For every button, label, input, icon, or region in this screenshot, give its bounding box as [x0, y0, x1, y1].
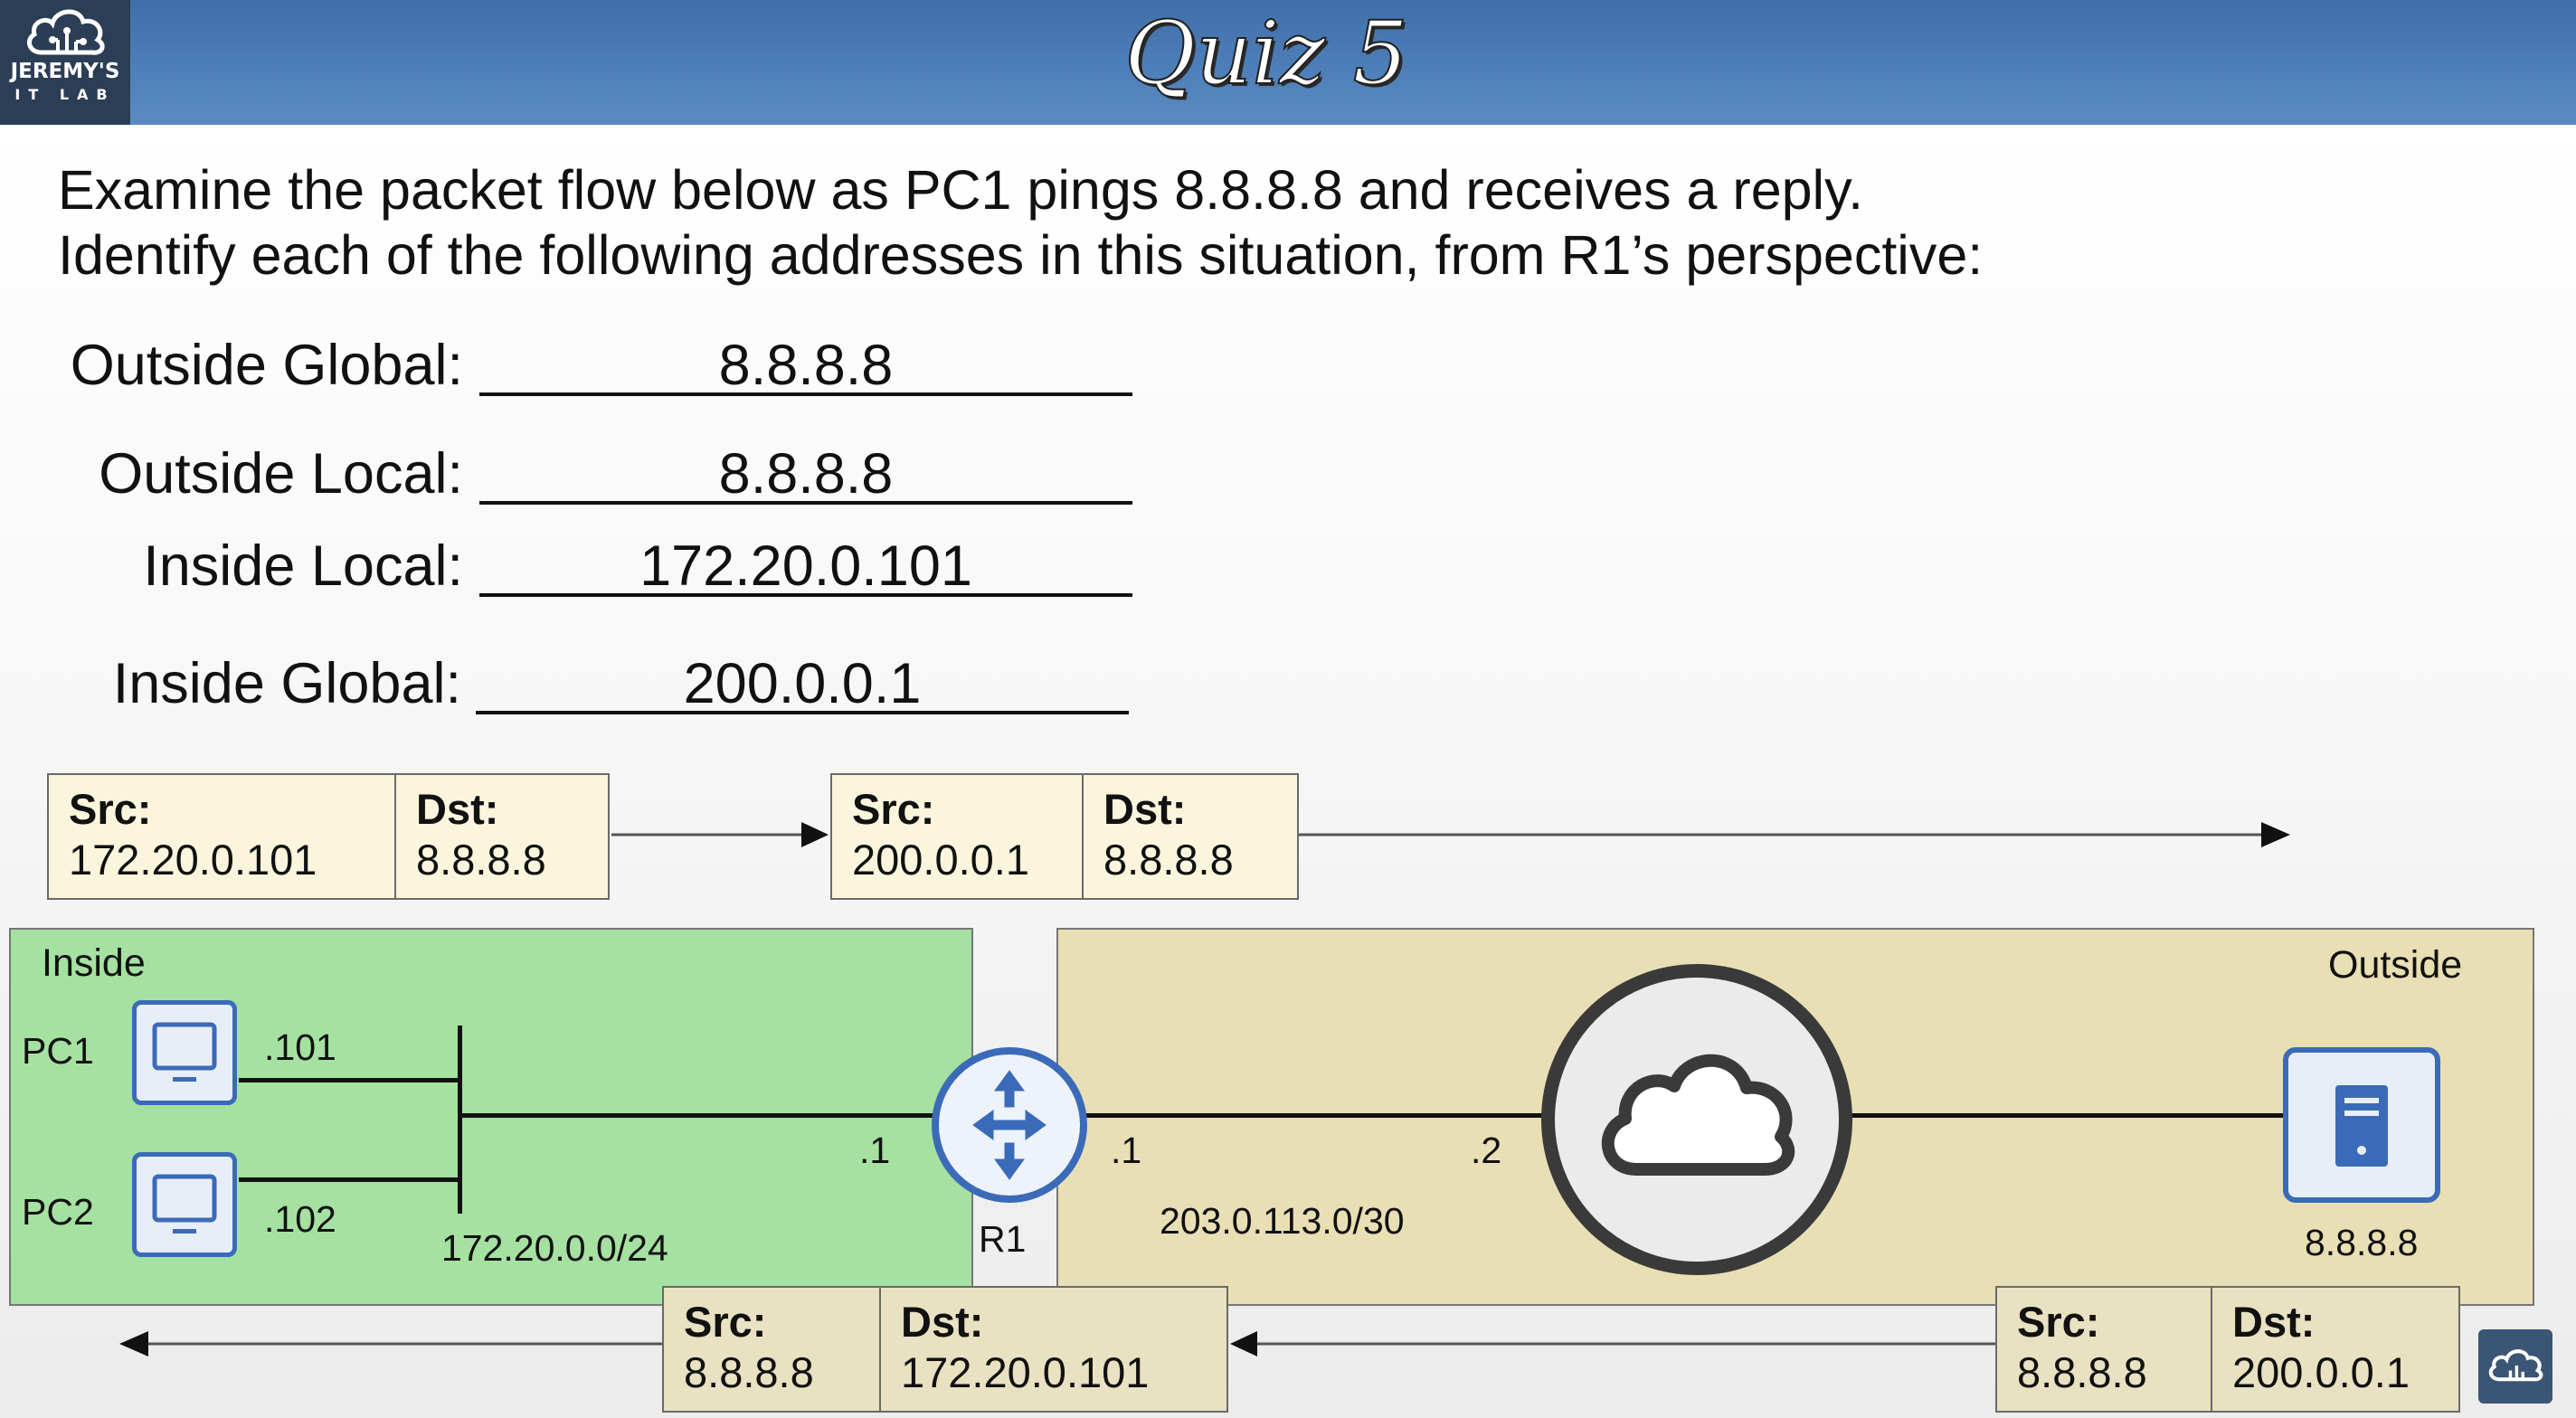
dst-label: Dst:: [1103, 785, 1187, 833]
cloud-icon: [1601, 1054, 1795, 1176]
src-value: 172.20.0.101: [69, 836, 317, 884]
dst-value: 200.0.0.1: [2232, 1348, 2410, 1396]
outside-global-answer: 8.8.8.8: [718, 334, 894, 397]
inside-global-answer: 200.0.0.1: [683, 652, 922, 715]
src-value: 8.8.8.8: [2017, 1348, 2147, 1396]
packet-dst-field: Dst: 8.8.8.8: [394, 773, 610, 900]
dst-label: Dst:: [2232, 1298, 2316, 1346]
pc2[interactable]: [132, 1152, 237, 1257]
inside-zone-label: Inside: [42, 941, 146, 985]
src-label: Src:: [852, 785, 935, 833]
outside-global-label: Outside Global:: [70, 334, 463, 397]
packet-dst-field: Dst: 200.0.0.1: [2211, 1286, 2460, 1413]
dst-value: 172.20.0.101: [901, 1348, 1150, 1396]
computer-icon: [152, 1174, 217, 1234]
r1-outside-address: .1: [1111, 1130, 1142, 1171]
cloud-address: .2: [1471, 1130, 1502, 1171]
arrow-head-icon: [119, 1331, 148, 1357]
r1-outside-link: [1084, 1113, 1547, 1118]
src-label: Src:: [2017, 1298, 2100, 1346]
outside-local-label: Outside Local:: [99, 442, 463, 506]
arrow-head-icon: [801, 822, 829, 847]
inside-local-label: Inside Local:: [143, 534, 463, 598]
server-8-8-8-8[interactable]: [2283, 1047, 2440, 1203]
answer-underline: [476, 711, 1129, 714]
router-label: R1: [979, 1218, 1027, 1260]
pc2-label: PC2: [22, 1191, 94, 1233]
pc1-address: .101: [264, 1026, 336, 1068]
pc2-link: [239, 1177, 461, 1182]
dst-label: Dst:: [901, 1298, 984, 1346]
slide-title: Quiz 5: [1123, 2, 1408, 105]
answer-underline: [479, 392, 1132, 396]
src-label: Src:: [69, 785, 152, 833]
outside-zone-label: Outside: [2328, 943, 2463, 987]
r1-inside-link: [461, 1113, 937, 1118]
dst-value: 8.8.8.8: [1103, 836, 1234, 884]
server-icon: [2335, 1085, 2388, 1167]
cloud-server-link: [1849, 1113, 2285, 1118]
packet-src-field: Src: 8.8.8.8: [1995, 1286, 2212, 1413]
computer-icon: [152, 1022, 217, 1082]
dst-label: Dst:: [416, 785, 499, 833]
request-flow-arrows: [611, 822, 2290, 847]
answer-underline: [479, 501, 1132, 505]
channel-logo: JEREMY'S IT LAB: [0, 0, 130, 125]
packet-dst-field: Dst: 8.8.8.8: [1082, 773, 1299, 900]
arrow-head-icon: [1230, 1331, 1257, 1357]
packet-dst-field: Dst: 172.20.0.101: [879, 1286, 1228, 1413]
pc1[interactable]: [132, 1000, 237, 1105]
logo-subtext: IT LAB: [14, 86, 116, 103]
pc2-address: .102: [264, 1198, 336, 1240]
server-address: 8.8.8.8: [2305, 1222, 2419, 1263]
pc1-label: PC1: [22, 1030, 94, 1072]
logo-text: JEREMY'S: [10, 60, 120, 83]
inside-subnet-label: 172.20.0.0/24: [441, 1227, 668, 1269]
outside-subnet-label: 203.0.113.0/30: [1160, 1200, 1405, 1242]
question-line-2: Identify each of the following addresses…: [58, 224, 1984, 286]
packet-src-field: Src: 172.20.0.101: [47, 773, 396, 900]
packet-src-field: Src: 200.0.0.1: [830, 773, 1084, 900]
inside-global-label: Inside Global:: [112, 652, 461, 715]
reply-flow-arrows: [119, 1331, 1995, 1357]
arrow-head-icon: [2261, 822, 2290, 847]
pc1-link: [239, 1078, 461, 1082]
router-r1[interactable]: [932, 1047, 1087, 1203]
corner-logo: [2478, 1329, 2552, 1404]
answer-underline: [479, 593, 1132, 597]
inside-local-answer: 172.20.0.101: [639, 534, 972, 598]
outside-local-answer: 8.8.8.8: [718, 442, 894, 506]
internet-cloud[interactable]: [1541, 964, 1852, 1275]
dst-value: 8.8.8.8: [416, 836, 546, 884]
switch-bus: [458, 1026, 462, 1214]
src-value: 200.0.0.1: [852, 836, 1030, 884]
cloud-circuit-icon: [2488, 1349, 2543, 1382]
question-line-1: Examine the packet flow below as PC1 pin…: [58, 159, 1864, 221]
router-icon: [972, 1070, 1046, 1180]
slide-header: [0, 0, 2576, 125]
src-value: 8.8.8.8: [684, 1348, 814, 1396]
cloud-circuit-icon: [26, 9, 105, 55]
packet-src-field: Src: 8.8.8.8: [662, 1286, 881, 1413]
src-label: Src:: [684, 1298, 767, 1346]
r1-inside-address: .1: [859, 1130, 891, 1171]
